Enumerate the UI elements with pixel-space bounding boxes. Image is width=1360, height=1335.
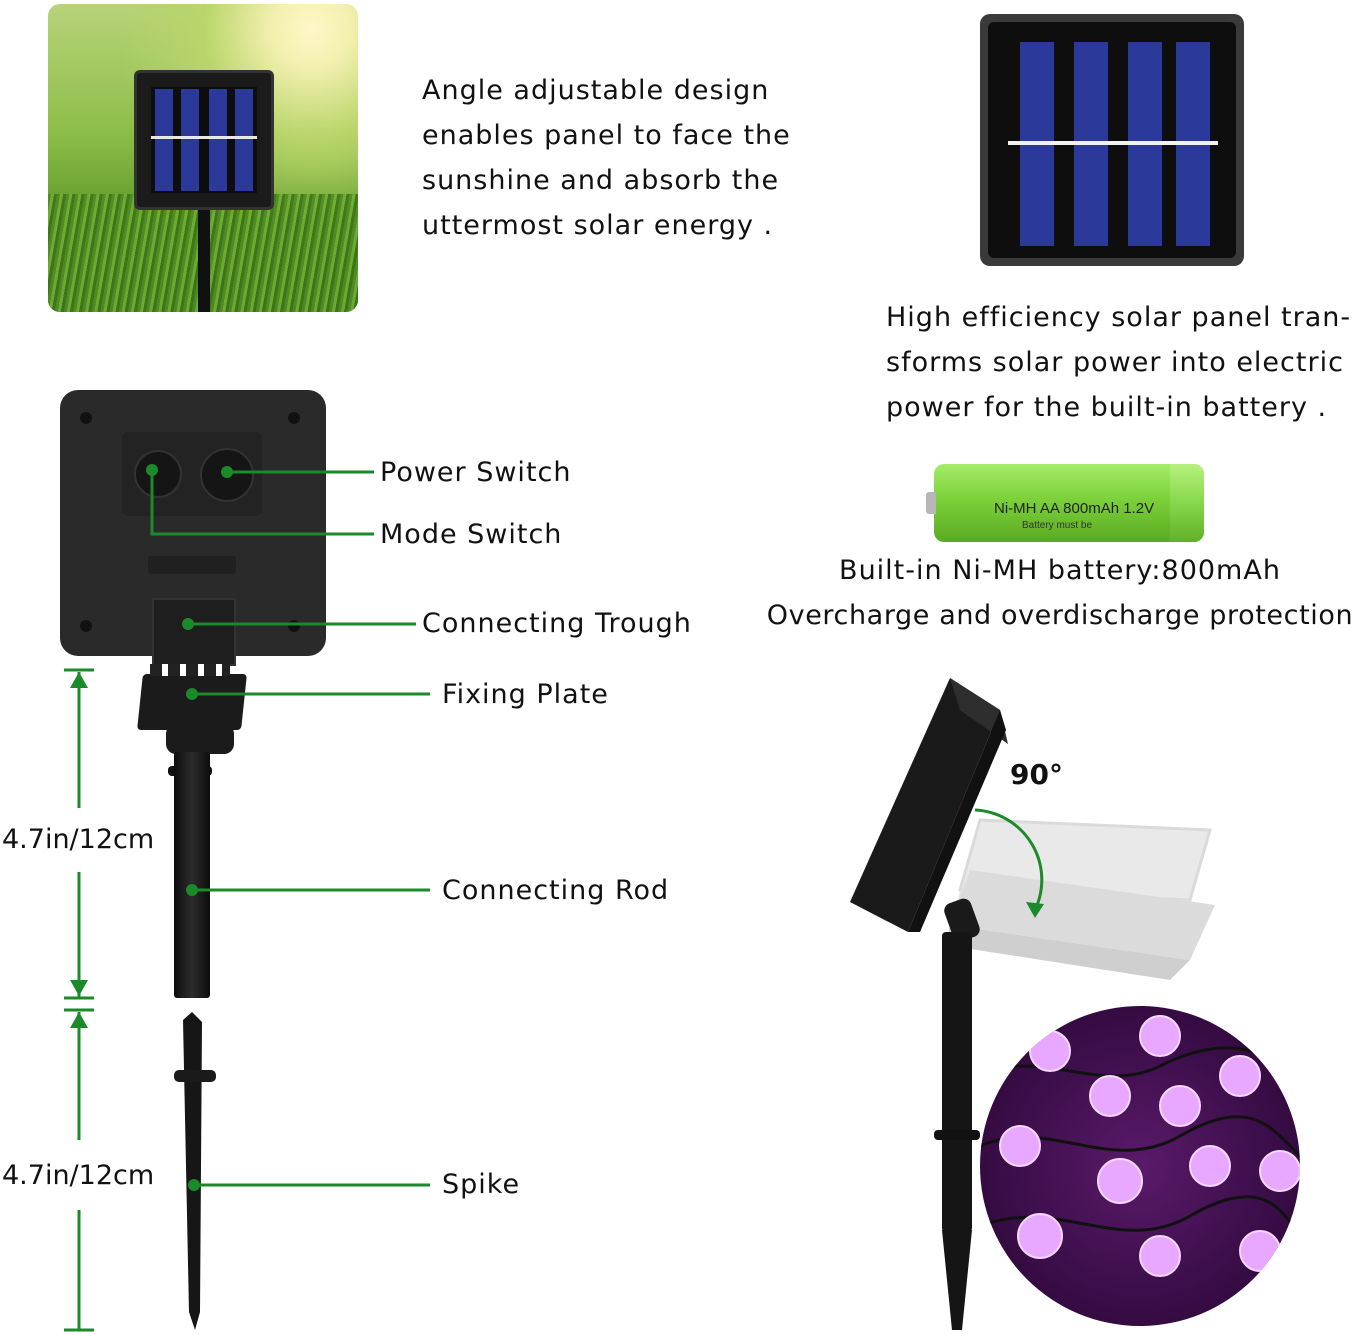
battery-print: Ni-MH AA 800mAh 1.2V — [994, 500, 1155, 517]
battery-print-small: Battery must be — [1022, 520, 1093, 531]
mode-switch-label: Mode Switch — [380, 519, 563, 550]
connecting-trough-label: Connecting Trough — [422, 608, 692, 639]
description-line: enables panel to face the — [422, 120, 791, 151]
efficiency-description: High efficiency solar panel tran- sforms… — [886, 295, 1351, 430]
screw-icon — [80, 620, 92, 632]
description-line: sunshine and absorb the — [422, 165, 780, 196]
battery-caption-line: Built-in Ni-MH battery:800mAh — [839, 555, 1281, 586]
connecting-trough — [152, 598, 236, 666]
description-line: uttermost solar energy . — [422, 210, 774, 241]
purple-lights-photo — [980, 1006, 1300, 1326]
rotating-panel-illustration — [850, 678, 1215, 1330]
battery-icon: Ni-MH AA 800mAh 1.2V Battery must be — [926, 464, 1204, 542]
solar-box-back — [60, 390, 326, 666]
mode-switch-knob-icon — [134, 450, 182, 498]
stake-post — [198, 194, 210, 312]
connecting-rod — [174, 752, 210, 998]
battery-caption-line: Overcharge and overdischarge protection — [766, 600, 1354, 631]
screw-icon — [288, 412, 300, 424]
spike — [174, 1012, 216, 1330]
power-switch-label: Power Switch — [380, 457, 572, 488]
grass-photo — [48, 4, 358, 312]
angle-description: Angle adjustable design enables panel to… — [422, 68, 791, 248]
rod-length-label: 4.7in/12cm — [2, 824, 155, 855]
description-line: sforms solar power into electric — [886, 347, 1344, 378]
description-line: High efficiency solar panel tran- — [886, 302, 1352, 333]
light-bulbs-icon — [980, 1015, 1300, 1277]
screw-icon — [80, 412, 92, 424]
spike-label: Spike — [442, 1169, 521, 1200]
connecting-rod-label: Connecting Rod — [442, 875, 670, 906]
rotation-angle-label: 90° — [1010, 758, 1063, 791]
fixing-plate-label: Fixing Plate — [442, 679, 609, 710]
description-line: power for the built-in battery . — [886, 392, 1328, 423]
spike-length-label: 4.7in/12cm — [2, 1160, 155, 1191]
battery-caption: Built-in Ni-MH battery:800mAh Overcharge… — [760, 548, 1360, 638]
description-line: Angle adjustable design — [422, 75, 770, 106]
mini-solar-panel-icon — [134, 70, 274, 210]
solar-panel-icon — [980, 14, 1244, 266]
